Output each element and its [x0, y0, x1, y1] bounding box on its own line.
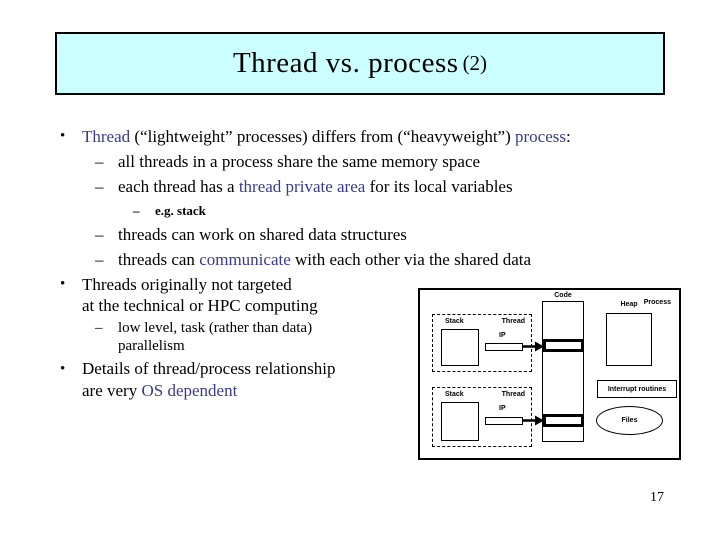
stack-box: [441, 329, 479, 366]
sub-bullet-low-level: – low level, task (rather than data) para…: [95, 319, 312, 355]
process-label: Process: [643, 299, 671, 306]
slide-title-suffix: (2): [462, 51, 488, 75]
ip-to-code-arrows: [522, 341, 544, 426]
term-thread: Thread: [82, 127, 131, 146]
sub-bullet-text: all threads in a process share the same …: [118, 152, 481, 171]
thread-label: Thread: [501, 391, 525, 398]
stack-label: Stack: [445, 318, 464, 325]
dash-marker: –: [95, 177, 104, 196]
interrupt-routines-label: Interrupt routines: [607, 385, 667, 393]
text-segment: for its local variables: [365, 177, 513, 196]
process-thread-diagram: Code Heap Process Stack Thread IP Stack …: [418, 288, 681, 460]
text-segment: Details of thread/process relationship: [82, 359, 336, 378]
dash-marker: –: [133, 203, 140, 218]
ip-label: IP: [499, 332, 506, 339]
bullet-marker: •: [60, 128, 66, 144]
text-segment: threads can: [118, 250, 200, 269]
files-label: Files: [621, 417, 638, 424]
bullet-marker: •: [60, 276, 66, 292]
text-segment: are very: [82, 381, 142, 400]
term-os-dependent: OS dependent: [141, 381, 238, 400]
bullet-threads-not-targeted: • Threads originally not targeted at the …: [60, 274, 318, 316]
code-execution-point-2: [543, 414, 584, 427]
files-ellipse: Files: [596, 406, 663, 435]
stack-box: [441, 402, 479, 441]
bullet-os-dependent: • Details of thread/process relationship…: [60, 358, 336, 402]
text-segment: each thread has a: [118, 177, 239, 196]
thread-label: Thread: [501, 318, 525, 325]
text-segment: at the technical or HPC computing: [82, 296, 318, 315]
bullet-text: Threads originally not targeted at the te…: [82, 274, 318, 316]
term-process: process: [515, 127, 566, 146]
text-segment: Threads originally not targeted: [82, 275, 292, 294]
dash-marker: –: [95, 320, 103, 336]
text-segment: :: [566, 127, 571, 146]
sub-bullet-shared-data: – threads can work on shared data struct…: [95, 224, 407, 245]
bullet-text: Details of thread/process relationship ar…: [82, 358, 336, 402]
term-communicate: communicate: [199, 250, 291, 269]
sub-sub-bullet-stack-example: – e.g. stack: [133, 200, 206, 221]
sub-bullet-text: threads can work on shared data structur…: [118, 225, 407, 244]
heap-label: Heap: [620, 301, 638, 308]
ip-label: IP: [499, 405, 506, 412]
term-thread-private-area: thread private area: [238, 177, 366, 196]
text-segment: low level, task (rather than data): [118, 320, 313, 336]
thread-2-box: Stack Thread IP: [432, 387, 532, 447]
slide-title: Thread vs. process: [232, 47, 459, 79]
stack-label: Stack: [445, 391, 464, 398]
thread-1-box: Stack Thread IP: [432, 314, 532, 372]
bullet-text: Thread (“lightweight” processes) differs…: [82, 126, 571, 147]
sub-bullet-private-area: – each thread has a thread private area …: [95, 176, 513, 197]
bullet-marker: •: [60, 361, 66, 377]
sub-bullet-text: threads can communicate with each other …: [118, 249, 531, 270]
text-segment: (“lightweight” processes) differs from (…: [130, 127, 516, 146]
page-number: 17: [650, 490, 664, 505]
text-segment: with each other via the shared data: [290, 250, 532, 269]
dash-marker: –: [95, 250, 104, 269]
text-segment: parallelism: [118, 338, 185, 354]
heap-box: [606, 313, 652, 366]
code-label: Code: [554, 292, 572, 299]
code-execution-point-1: [543, 339, 584, 352]
slide-title-box: Thread vs. process (2): [55, 32, 665, 95]
sub-bullet-text: each thread has a thread private area fo…: [118, 176, 513, 197]
sub-bullet-shared-memory: – all threads in a process share the sam…: [95, 151, 480, 172]
sub-bullet-communicate: – threads can communicate with each othe…: [95, 249, 531, 270]
dash-marker: –: [95, 152, 104, 171]
bullet-thread-vs-process: • Thread (“lightweight” processes) diffe…: [60, 126, 571, 147]
sub-sub-bullet-text: e.g. stack: [155, 203, 206, 218]
sub-bullet-text: low level, task (rather than data) parall…: [118, 319, 312, 355]
interrupt-routines-box: Interrupt routines: [597, 380, 677, 398]
dash-marker: –: [95, 225, 104, 244]
